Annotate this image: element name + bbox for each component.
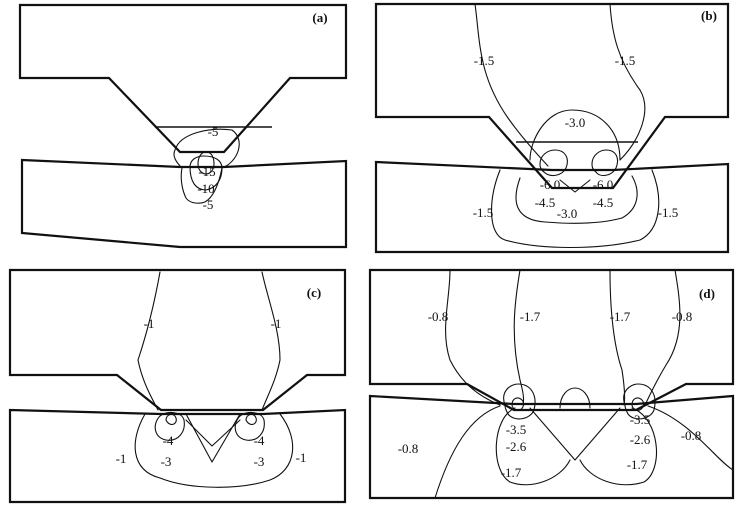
panel-c-lower-body <box>8 408 347 504</box>
panel-d-contour-label-4: -0.8 <box>672 309 693 324</box>
panel-d-contour-lower-right-2 <box>579 407 657 486</box>
panel-a-contour-inner <box>197 151 215 175</box>
panel-c-contour-right-core <box>245 413 257 426</box>
panel-c-contour-label-7: -1 <box>116 451 127 466</box>
panel-b-contour-left-upper <box>474 3 549 167</box>
panel-c-label: (c) <box>307 285 321 300</box>
panel-d-contour-label-7: -2.6 <box>506 439 527 454</box>
panel-c-contour-label-4: -4 <box>254 433 265 448</box>
panel-d-contour-label-5: -3.5 <box>506 422 527 437</box>
panel-c-contour-center-peak <box>185 413 241 463</box>
panel-b-label: (b) <box>701 8 717 23</box>
panel-b-contour-mid-upper <box>529 109 621 161</box>
panel-d-contour-line-3 <box>609 269 626 406</box>
panel-b-contour-right-upper <box>609 3 646 161</box>
panel-d-contour-line-1 <box>445 269 501 406</box>
panel-b-contour-label-10: -1.5 <box>658 205 679 220</box>
panel-b-contour-lower-inner <box>515 175 638 224</box>
panel-c-contour-right-upper <box>261 271 281 411</box>
panel-d-contour-label-12: -1.7 <box>627 457 648 472</box>
panel-c-contour-label-2: -1 <box>271 316 282 331</box>
panel-d-contour-label-6: -3.5 <box>630 412 651 427</box>
panel-d: -0.8 -1.7 -1.7 -0.8 -3.5 -3.5 -2.6 -2.6 … <box>368 268 735 500</box>
panel-c-contour-label-1: -1 <box>144 316 155 331</box>
panel-d-contour-lower-right-1 <box>647 405 734 471</box>
panel-b: -1.5 -1.5 -3.0 -6.0 -6.0 -4.5 -4.5 -1.5 … <box>374 2 730 254</box>
panel-d-contour-line-4 <box>644 269 681 406</box>
panel-d-contour-line-2 <box>513 269 525 406</box>
panel-d-contour-center-bump <box>559 387 591 409</box>
panel-c-contour-left-upper <box>137 271 161 411</box>
panel-c-contour-left-core <box>165 413 177 426</box>
panel-c-contour-center <box>185 419 241 447</box>
panel-a-contour-label-2: -15 <box>198 164 215 179</box>
panel-c: -1 -1 -4 -4 -3 -3 -1 -1 (c) <box>8 268 347 504</box>
panel-a-contour-mid <box>189 155 223 191</box>
panel-d-contour-label-1: -0.8 <box>428 309 449 324</box>
panel-d-contour-center <box>529 407 621 461</box>
panel-a-lower-body <box>20 158 348 249</box>
panel-c-contour-label-3: -4 <box>163 433 174 448</box>
panel-b-contour-label-4: -6.0 <box>540 177 561 192</box>
panel-a-contour-label-1: -5 <box>208 124 219 139</box>
panel-a: -5 -15 -10 -5 (a) <box>18 3 348 249</box>
panel-b-lower-body <box>374 160 730 254</box>
panel-b-contour-label-7: -4.5 <box>593 195 614 210</box>
panel-d-contour-label-11: -1.7 <box>501 465 522 480</box>
panel-b-contour-lower-outer <box>491 169 660 249</box>
panel-c-upper-body <box>8 268 347 412</box>
panel-b-contour-label-3: -3.0 <box>565 115 586 130</box>
panel-a-contour-outer <box>173 128 240 204</box>
panel-b-contour-label-8: -1.5 <box>473 205 494 220</box>
panel-a-contour-label-3: -10 <box>197 181 214 196</box>
panel-c-contour-right-loop <box>234 411 265 441</box>
panel-c-contour-label-5: -3 <box>161 454 172 469</box>
panel-d-contour-left-core <box>511 397 525 411</box>
panel-b-contour-valley <box>559 179 591 193</box>
panel-c-contour-left-loop <box>154 411 185 441</box>
panel-b-contour-right-center <box>591 149 619 177</box>
panel-d-contour-label-10: -0.8 <box>681 428 702 443</box>
panel-d-contour-label-9: -0.8 <box>398 441 419 456</box>
panel-c-contour-lower-outer <box>134 413 294 488</box>
panel-d-contour-left-loop <box>503 383 536 420</box>
panel-a-upper-body <box>18 3 348 154</box>
panel-b-upper-body <box>374 2 730 190</box>
panel-b-contour-left-center <box>539 149 568 177</box>
panel-d-contour-right-core <box>631 397 645 411</box>
panel-d-contour-lower-left-2 <box>495 407 571 486</box>
panel-b-contour-label-2: -1.5 <box>615 53 636 68</box>
panel-b-contour-label-6: -4.5 <box>535 195 556 210</box>
panel-d-contour-label-8: -2.6 <box>630 432 651 447</box>
panel-a-label: (a) <box>312 10 327 25</box>
panel-c-contour-label-6: -3 <box>254 454 265 469</box>
panel-d-lower-body <box>368 394 735 500</box>
panel-a-contour-label-4: -5 <box>203 197 214 212</box>
panel-c-contour-label-8: -1 <box>296 450 307 465</box>
panel-d-contour-label-2: -1.7 <box>520 309 541 324</box>
panel-d-contour-right-loop <box>623 383 656 420</box>
panel-b-contour-label-5: -6.0 <box>593 177 614 192</box>
panel-d-contour-label-3: -1.7 <box>610 309 631 324</box>
panel-d-label: (d) <box>699 286 715 301</box>
panel-b-contour-label-9: -3.0 <box>557 206 578 221</box>
panel-d-contour-lower-left-1 <box>434 405 501 499</box>
panel-b-contour-label-1: -1.5 <box>474 53 495 68</box>
